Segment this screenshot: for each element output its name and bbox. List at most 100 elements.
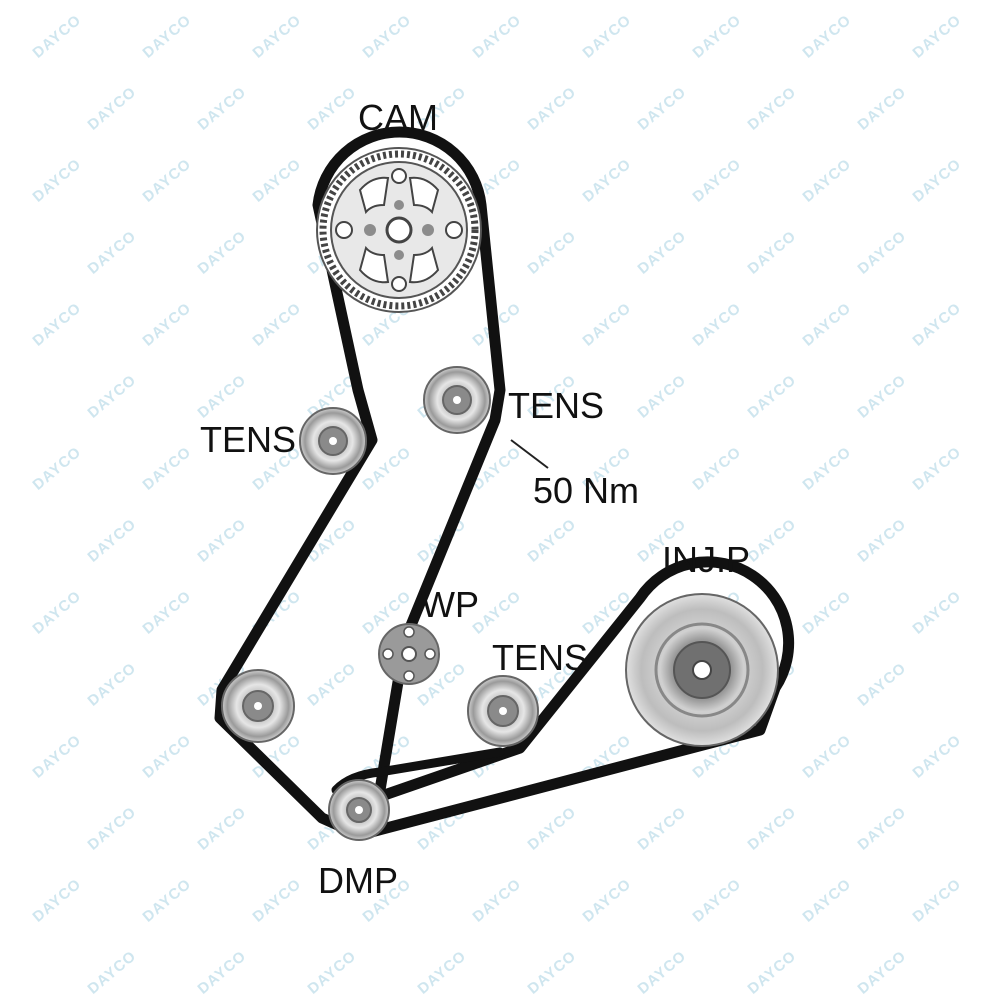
watermark-text: DAYCO xyxy=(910,875,965,925)
watermark-text: DAYCO xyxy=(140,587,195,637)
watermark-text: DAYCO xyxy=(195,515,250,565)
watermark-text: DAYCO xyxy=(745,371,800,421)
watermark-text: DAYCO xyxy=(85,515,140,565)
torque-leader-line xyxy=(510,439,549,469)
watermark-text: DAYCO xyxy=(745,227,800,277)
watermark-text: DAYCO xyxy=(195,947,250,997)
watermark-text: DAYCO xyxy=(140,155,195,205)
watermark-text: DAYCO xyxy=(635,83,690,133)
watermark-text: DAYCO xyxy=(250,11,305,61)
watermark-text: DAYCO xyxy=(140,875,195,925)
watermark-text: DAYCO xyxy=(855,515,910,565)
watermark-text: DAYCO xyxy=(580,299,635,349)
watermark-text: DAYCO xyxy=(580,11,635,61)
watermark-text: DAYCO xyxy=(195,803,250,853)
watermark-text: DAYCO xyxy=(360,11,415,61)
watermark-text: DAYCO xyxy=(85,83,140,133)
watermark-text: DAYCO xyxy=(415,947,470,997)
watermark-text: DAYCO xyxy=(305,83,360,133)
watermark-text: DAYCO xyxy=(305,947,360,997)
watermark-text: DAYCO xyxy=(635,371,690,421)
watermark-text: DAYCO xyxy=(195,83,250,133)
tensioner-lower-pulley xyxy=(467,675,539,747)
watermark-text: DAYCO xyxy=(85,803,140,853)
idler-left-pulley xyxy=(221,669,295,743)
watermark-text: DAYCO xyxy=(635,803,690,853)
watermark-text: DAYCO xyxy=(525,515,580,565)
watermark-text: DAYCO xyxy=(525,947,580,997)
watermark-text: DAYCO xyxy=(855,227,910,277)
watermark-text: DAYCO xyxy=(140,443,195,493)
label-dmp: DMP xyxy=(318,860,398,901)
watermark-text: DAYCO xyxy=(525,83,580,133)
watermark-text: DAYCO xyxy=(690,299,745,349)
watermark-text: DAYCO xyxy=(30,11,85,61)
watermark-text: DAYCO xyxy=(910,155,965,205)
watermark-text: DAYCO xyxy=(470,11,525,61)
watermark-text: DAYCO xyxy=(140,11,195,61)
watermark-text: DAYCO xyxy=(800,299,855,349)
watermark-text: DAYCO xyxy=(910,587,965,637)
label-inj-p: INJ.P xyxy=(662,539,750,580)
watermark-text: DAYCO xyxy=(690,155,745,205)
watermark-text: DAYCO xyxy=(140,731,195,781)
tensioner-left-pulley xyxy=(299,407,367,475)
watermark-text: DAYCO xyxy=(690,875,745,925)
watermark-text: DAYCO xyxy=(855,659,910,709)
watermark-text: DAYCO xyxy=(470,875,525,925)
watermark-text: DAYCO xyxy=(635,947,690,997)
watermark-text: DAYCO xyxy=(30,443,85,493)
label-tens-upper-right: TENS xyxy=(508,385,604,426)
watermark-text: DAYCO xyxy=(85,659,140,709)
watermark-text: DAYCO xyxy=(305,659,360,709)
tensioner-upper-right-pulley xyxy=(423,366,491,434)
watermark-text: DAYCO xyxy=(855,803,910,853)
watermark-text: DAYCO xyxy=(800,443,855,493)
watermark-text: DAYCO xyxy=(85,227,140,277)
watermark-text: DAYCO xyxy=(195,227,250,277)
watermark-text: DAYCO xyxy=(85,947,140,997)
watermark-text: DAYCO xyxy=(30,875,85,925)
watermark-text: DAYCO xyxy=(800,11,855,61)
watermark-text: DAYCO xyxy=(635,227,690,277)
watermark-text: DAYCO xyxy=(30,731,85,781)
label-tens-left: TENS xyxy=(200,419,296,460)
watermark-text: DAYCO xyxy=(690,443,745,493)
damper-pulley xyxy=(328,779,390,841)
water-pump-pulley xyxy=(378,623,440,685)
watermark-text: DAYCO xyxy=(30,587,85,637)
watermark-text: DAYCO xyxy=(580,155,635,205)
watermark-text: DAYCO xyxy=(85,371,140,421)
watermark-text: DAYCO xyxy=(745,515,800,565)
watermark-text: DAYCO xyxy=(140,299,195,349)
watermark-text: DAYCO xyxy=(910,11,965,61)
watermark-text: DAYCO xyxy=(855,371,910,421)
watermark-text: DAYCO xyxy=(30,299,85,349)
watermark-text: DAYCO xyxy=(30,155,85,205)
watermark-text: DAYCO xyxy=(910,731,965,781)
watermark-text: DAYCO xyxy=(910,443,965,493)
cam-sprocket xyxy=(316,147,482,313)
watermark-text: DAYCO xyxy=(800,587,855,637)
label-torque: 50 Nm xyxy=(533,470,639,511)
watermark-text: DAYCO xyxy=(910,299,965,349)
watermark-text: DAYCO xyxy=(800,875,855,925)
watermark-text: DAYCO xyxy=(250,875,305,925)
injection-pump-pulley xyxy=(625,593,779,747)
watermark-text: DAYCO xyxy=(745,803,800,853)
watermark-text: DAYCO xyxy=(580,875,635,925)
watermark-text: DAYCO xyxy=(745,947,800,997)
watermark-text: DAYCO xyxy=(525,803,580,853)
watermark-text: DAYCO xyxy=(745,83,800,133)
label-wp: WP xyxy=(421,584,479,625)
watermark-text: DAYCO xyxy=(800,731,855,781)
watermark-text: DAYCO xyxy=(195,371,250,421)
watermark-text: DAYCO xyxy=(250,299,305,349)
watermark-text: DAYCO xyxy=(250,155,305,205)
watermark-text: DAYCO xyxy=(800,155,855,205)
timing-belt xyxy=(214,126,795,841)
watermark-text: DAYCO xyxy=(690,11,745,61)
watermark-text: DAYCO xyxy=(855,947,910,997)
label-cam: CAM xyxy=(358,97,438,138)
